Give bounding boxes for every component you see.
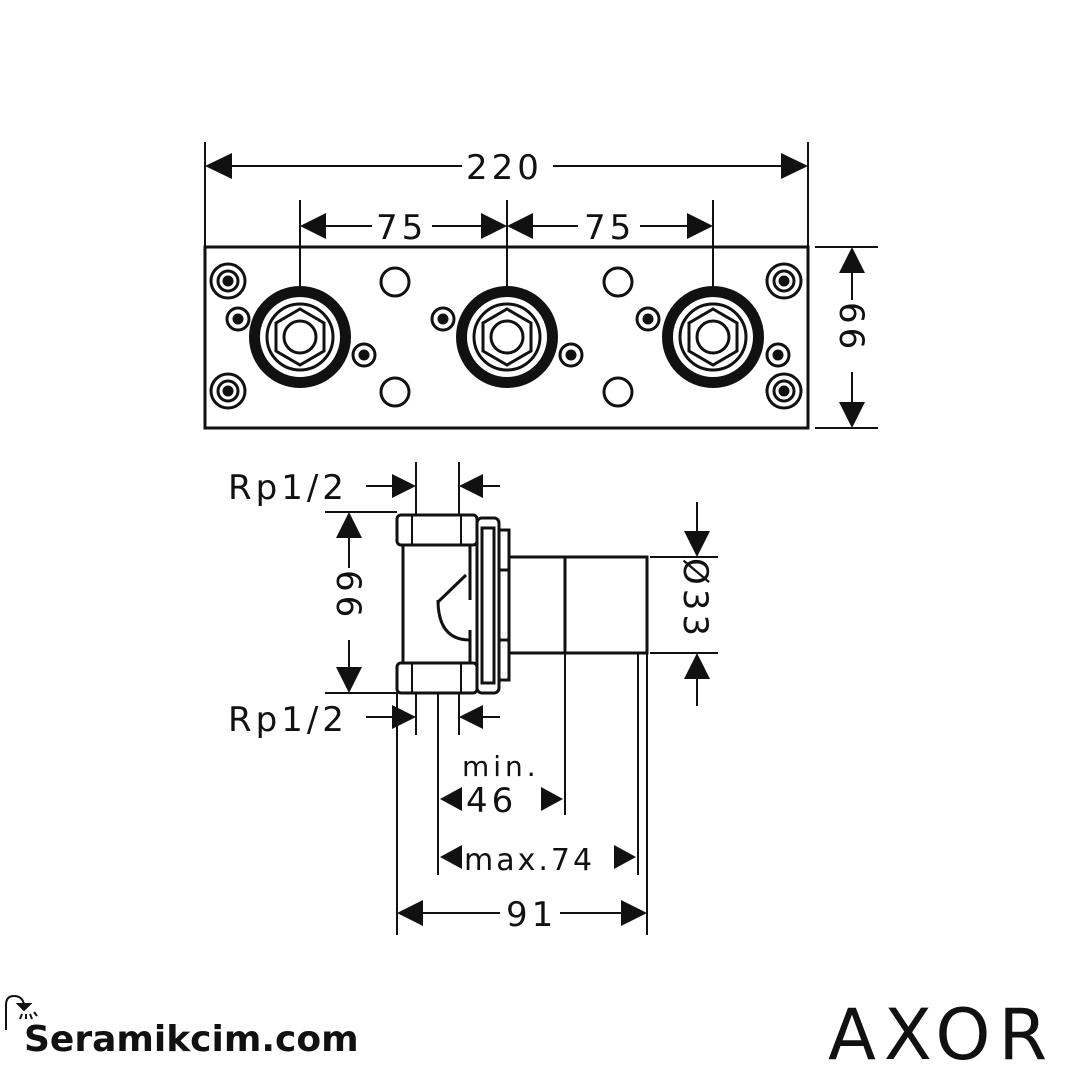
site-name[interactable]: Seramikcim.com <box>24 1019 359 1060</box>
dim-66-side-label: 66 <box>328 570 368 621</box>
top-view <box>203 142 878 430</box>
dim-91-label: 91 <box>506 895 557 935</box>
brand-logo: AXOR <box>828 994 1056 1076</box>
valve-left <box>249 286 351 388</box>
side-view <box>325 462 718 935</box>
valve-right <box>662 286 764 388</box>
thread-top-label: Rp1/2 <box>228 468 348 508</box>
dim-66-top-label: 66 <box>831 302 871 353</box>
dim-75-left-label: 75 <box>376 208 427 248</box>
dim-max-label: max.74 <box>464 843 595 878</box>
valve-center <box>456 286 558 388</box>
dim-75-right-label: 75 <box>584 208 635 248</box>
dim-diameter-label: Ø33 <box>675 558 715 640</box>
mounting-holes <box>209 262 803 410</box>
dim-min-value: 46 <box>466 781 517 821</box>
thread-bottom-label: Rp1/2 <box>228 700 348 740</box>
dim-220-label: 220 <box>466 148 543 188</box>
shower-icon <box>5 994 38 1030</box>
site-branding: Seramikcim.com <box>0 995 420 1075</box>
dim-min-text: min. <box>462 750 540 783</box>
